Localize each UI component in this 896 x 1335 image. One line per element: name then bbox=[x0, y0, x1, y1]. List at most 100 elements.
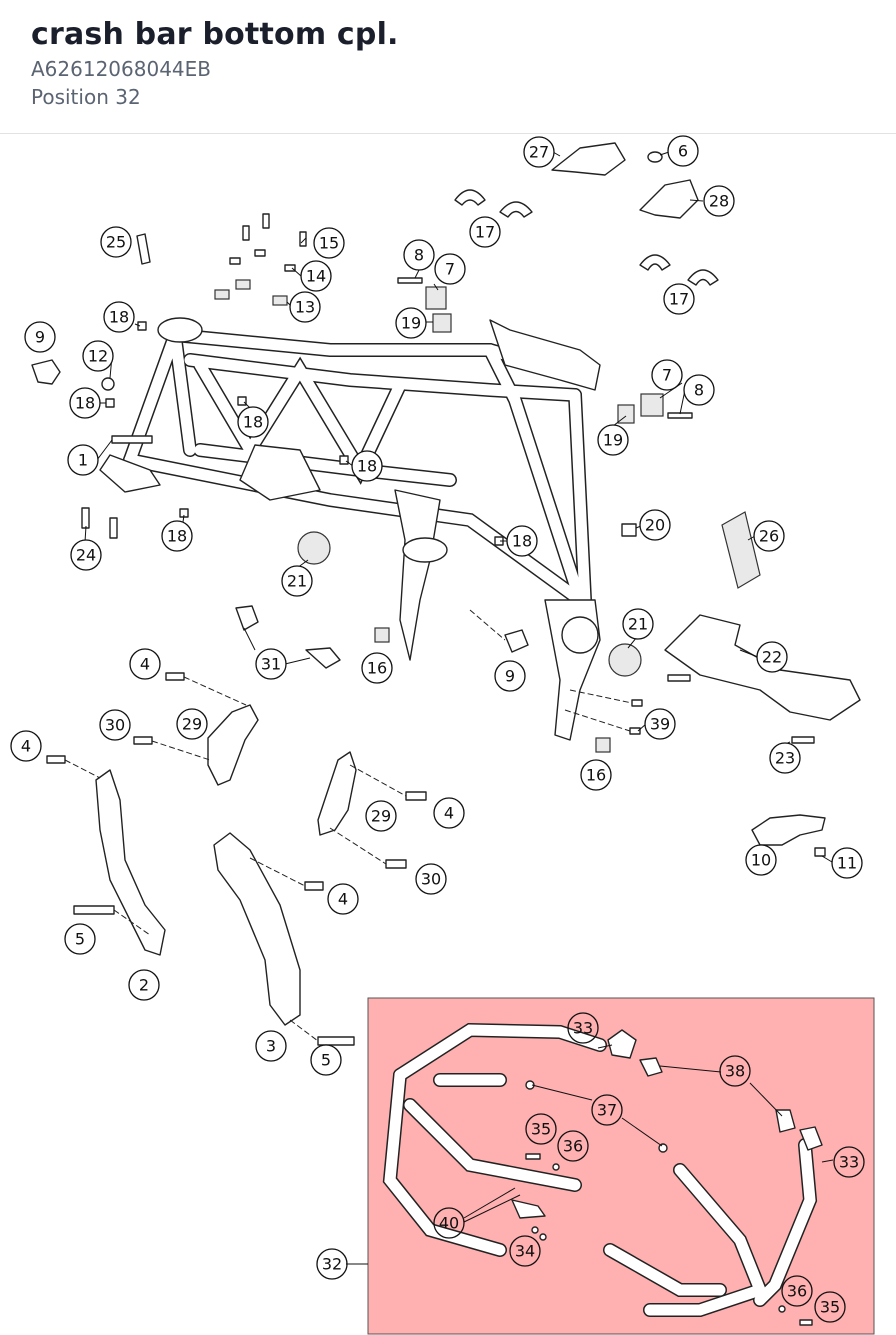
callout-36[interactable]: 36 bbox=[781, 1275, 813, 1307]
callout-label: 24 bbox=[76, 546, 96, 565]
callout-circle bbox=[361, 652, 393, 684]
callout-circle bbox=[433, 1207, 465, 1239]
callout-29[interactable]: 29 bbox=[176, 708, 208, 740]
callout-39[interactable]: 39 bbox=[644, 708, 676, 740]
callout-19[interactable]: 19 bbox=[597, 424, 629, 456]
callout-11[interactable]: 11 bbox=[831, 847, 863, 879]
callout-label: 6 bbox=[678, 142, 688, 161]
callout-36[interactable]: 36 bbox=[557, 1130, 589, 1162]
callout-22[interactable]: 22 bbox=[756, 641, 788, 673]
callout-35[interactable]: 35 bbox=[814, 1291, 846, 1323]
callout-circle bbox=[622, 608, 654, 640]
callout-18[interactable]: 18 bbox=[237, 406, 269, 438]
callout-label: 19 bbox=[401, 314, 421, 333]
callout-40[interactable]: 40 bbox=[433, 1207, 465, 1239]
callout-24[interactable]: 24 bbox=[70, 539, 102, 571]
callout-28[interactable]: 28 bbox=[703, 185, 735, 217]
callout-circle bbox=[433, 797, 465, 829]
callout-17[interactable]: 17 bbox=[469, 216, 501, 248]
callout-27[interactable]: 27 bbox=[523, 136, 555, 168]
callout-17[interactable]: 17 bbox=[663, 283, 695, 315]
callout-29[interactable]: 29 bbox=[365, 800, 397, 832]
callout-4[interactable]: 4 bbox=[433, 797, 465, 829]
callout-10[interactable]: 10 bbox=[745, 844, 777, 876]
callout-18[interactable]: 18 bbox=[69, 387, 101, 419]
callout-circle bbox=[494, 660, 526, 692]
callout-5[interactable]: 5 bbox=[64, 923, 96, 955]
callout-circle bbox=[351, 450, 383, 482]
callout-4[interactable]: 4 bbox=[129, 648, 161, 680]
callout-circle bbox=[644, 708, 676, 740]
callout-circle bbox=[300, 260, 332, 292]
callout-circle bbox=[103, 301, 135, 333]
callout-circle bbox=[99, 709, 131, 741]
callout-37[interactable]: 37 bbox=[591, 1094, 623, 1126]
callout-33[interactable]: 33 bbox=[833, 1146, 865, 1178]
callout-14[interactable]: 14 bbox=[300, 260, 332, 292]
callout-circle bbox=[255, 648, 287, 680]
callout-circle bbox=[745, 844, 777, 876]
callout-21[interactable]: 21 bbox=[281, 565, 313, 597]
part-title: crash bar bottom cpl. bbox=[31, 17, 399, 52]
callout-label: 14 bbox=[306, 267, 326, 286]
callout-4[interactable]: 4 bbox=[327, 883, 359, 915]
callout-21[interactable]: 21 bbox=[622, 608, 654, 640]
callout-20[interactable]: 20 bbox=[639, 509, 671, 541]
callout-9[interactable]: 9 bbox=[24, 321, 56, 353]
callout-circle bbox=[255, 1030, 287, 1062]
callout-18[interactable]: 18 bbox=[103, 301, 135, 333]
callout-25[interactable]: 25 bbox=[100, 226, 132, 258]
callout-7[interactable]: 7 bbox=[651, 359, 683, 391]
callout-38[interactable]: 38 bbox=[719, 1055, 751, 1087]
callout-label: 23 bbox=[775, 749, 795, 768]
callout-33[interactable]: 33 bbox=[567, 1012, 599, 1044]
callout-circle bbox=[69, 387, 101, 419]
callout-circle bbox=[24, 321, 56, 353]
callout-12[interactable]: 12 bbox=[82, 340, 114, 372]
callout-19[interactable]: 19 bbox=[395, 307, 427, 339]
callout-6[interactable]: 6 bbox=[667, 135, 699, 167]
callout-8[interactable]: 8 bbox=[403, 239, 435, 271]
callout-30[interactable]: 30 bbox=[99, 709, 131, 741]
callout-18[interactable]: 18 bbox=[506, 525, 538, 557]
callout-9[interactable]: 9 bbox=[494, 660, 526, 692]
callout-31[interactable]: 31 bbox=[255, 648, 287, 680]
callout-circle bbox=[64, 923, 96, 955]
callout-label: 35 bbox=[820, 1298, 840, 1317]
callout-26[interactable]: 26 bbox=[753, 520, 785, 552]
callout-1[interactable]: 1 bbox=[67, 444, 99, 476]
callout-16[interactable]: 16 bbox=[361, 652, 393, 684]
callout-16[interactable]: 16 bbox=[580, 759, 612, 791]
callout-18[interactable]: 18 bbox=[161, 520, 193, 552]
part-number: A62612068044EB bbox=[31, 57, 212, 81]
callout-circle bbox=[769, 742, 801, 774]
callout-8[interactable]: 8 bbox=[683, 374, 715, 406]
callout-18[interactable]: 18 bbox=[351, 450, 383, 482]
callout-30[interactable]: 30 bbox=[415, 863, 447, 895]
callout-5[interactable]: 5 bbox=[310, 1044, 342, 1076]
highlighted-assembly[interactable] bbox=[346, 997, 875, 1335]
callout-label: 4 bbox=[140, 655, 150, 674]
callout-circle bbox=[415, 863, 447, 895]
callout-label: 39 bbox=[650, 715, 670, 734]
callout-circle bbox=[719, 1055, 751, 1087]
callout-34[interactable]: 34 bbox=[509, 1235, 541, 1267]
callout-label: 4 bbox=[338, 890, 348, 909]
callout-label: 9 bbox=[505, 667, 515, 686]
callout-label: 31 bbox=[261, 655, 281, 674]
callout-4[interactable]: 4 bbox=[10, 730, 42, 762]
callout-35[interactable]: 35 bbox=[525, 1113, 557, 1145]
callout-32[interactable]: 32 bbox=[316, 1248, 348, 1280]
callout-label: 40 bbox=[439, 1214, 459, 1233]
callout-label: 27 bbox=[529, 143, 549, 162]
callout-label: 11 bbox=[837, 854, 857, 873]
callout-23[interactable]: 23 bbox=[769, 742, 801, 774]
callout-circle bbox=[70, 539, 102, 571]
callout-3[interactable]: 3 bbox=[255, 1030, 287, 1062]
callout-label: 5 bbox=[75, 930, 85, 949]
callout-15[interactable]: 15 bbox=[313, 227, 345, 259]
callout-13[interactable]: 13 bbox=[289, 291, 321, 323]
callout-2[interactable]: 2 bbox=[128, 969, 160, 1001]
callout-circle bbox=[651, 359, 683, 391]
callout-7[interactable]: 7 bbox=[434, 253, 466, 285]
